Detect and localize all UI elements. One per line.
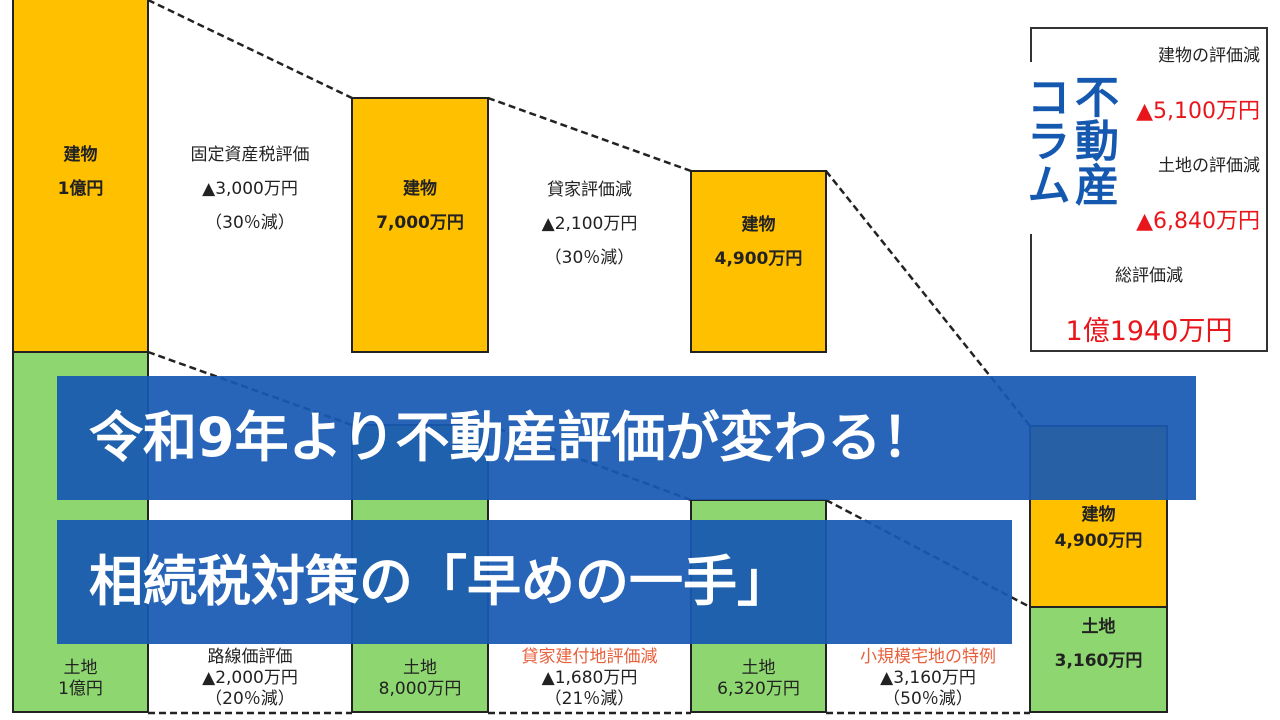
reduction-rental-land: 貸家建付地評価減▲1,680万円（21％減） xyxy=(521,647,658,709)
logo-realestate-text: 不動産 xyxy=(1067,74,1118,206)
reduction-rental-building: 貸家評価減▲2,100万円（30％減） xyxy=(541,180,638,268)
summary-lines: 建物の評価減 ▲5,100万円 土地の評価減 ▲6,840万円 総評価減 1億1… xyxy=(1065,46,1260,347)
reduction-fixed-asset: 固定資産税評価▲3,000万円（30％減） xyxy=(190,145,310,233)
reduction-small-residential: 小規模宅地の特例▲3,160万円（50％減） xyxy=(860,647,996,709)
column-logo: コラム 不動産 xyxy=(1018,62,1118,234)
col1-building-bar xyxy=(12,0,149,353)
col3-building-bar xyxy=(690,170,827,353)
title-banner: 令和9年より不動産評価が変わる！ xyxy=(57,376,1196,500)
col4-land-bar xyxy=(1029,606,1168,713)
summary-box: 建物の評価減 ▲5,100万円 土地の評価減 ▲6,840万円 総評価減 1億1… xyxy=(1030,27,1268,352)
logo-column-text: コラム xyxy=(1019,74,1070,206)
subtitle-banner: 相続税対策の「早めの一手」 xyxy=(57,520,1012,644)
col2-building-bar xyxy=(351,97,489,353)
reduction-route-price: 路線価評価▲2,000万円（20％減） xyxy=(202,647,298,709)
